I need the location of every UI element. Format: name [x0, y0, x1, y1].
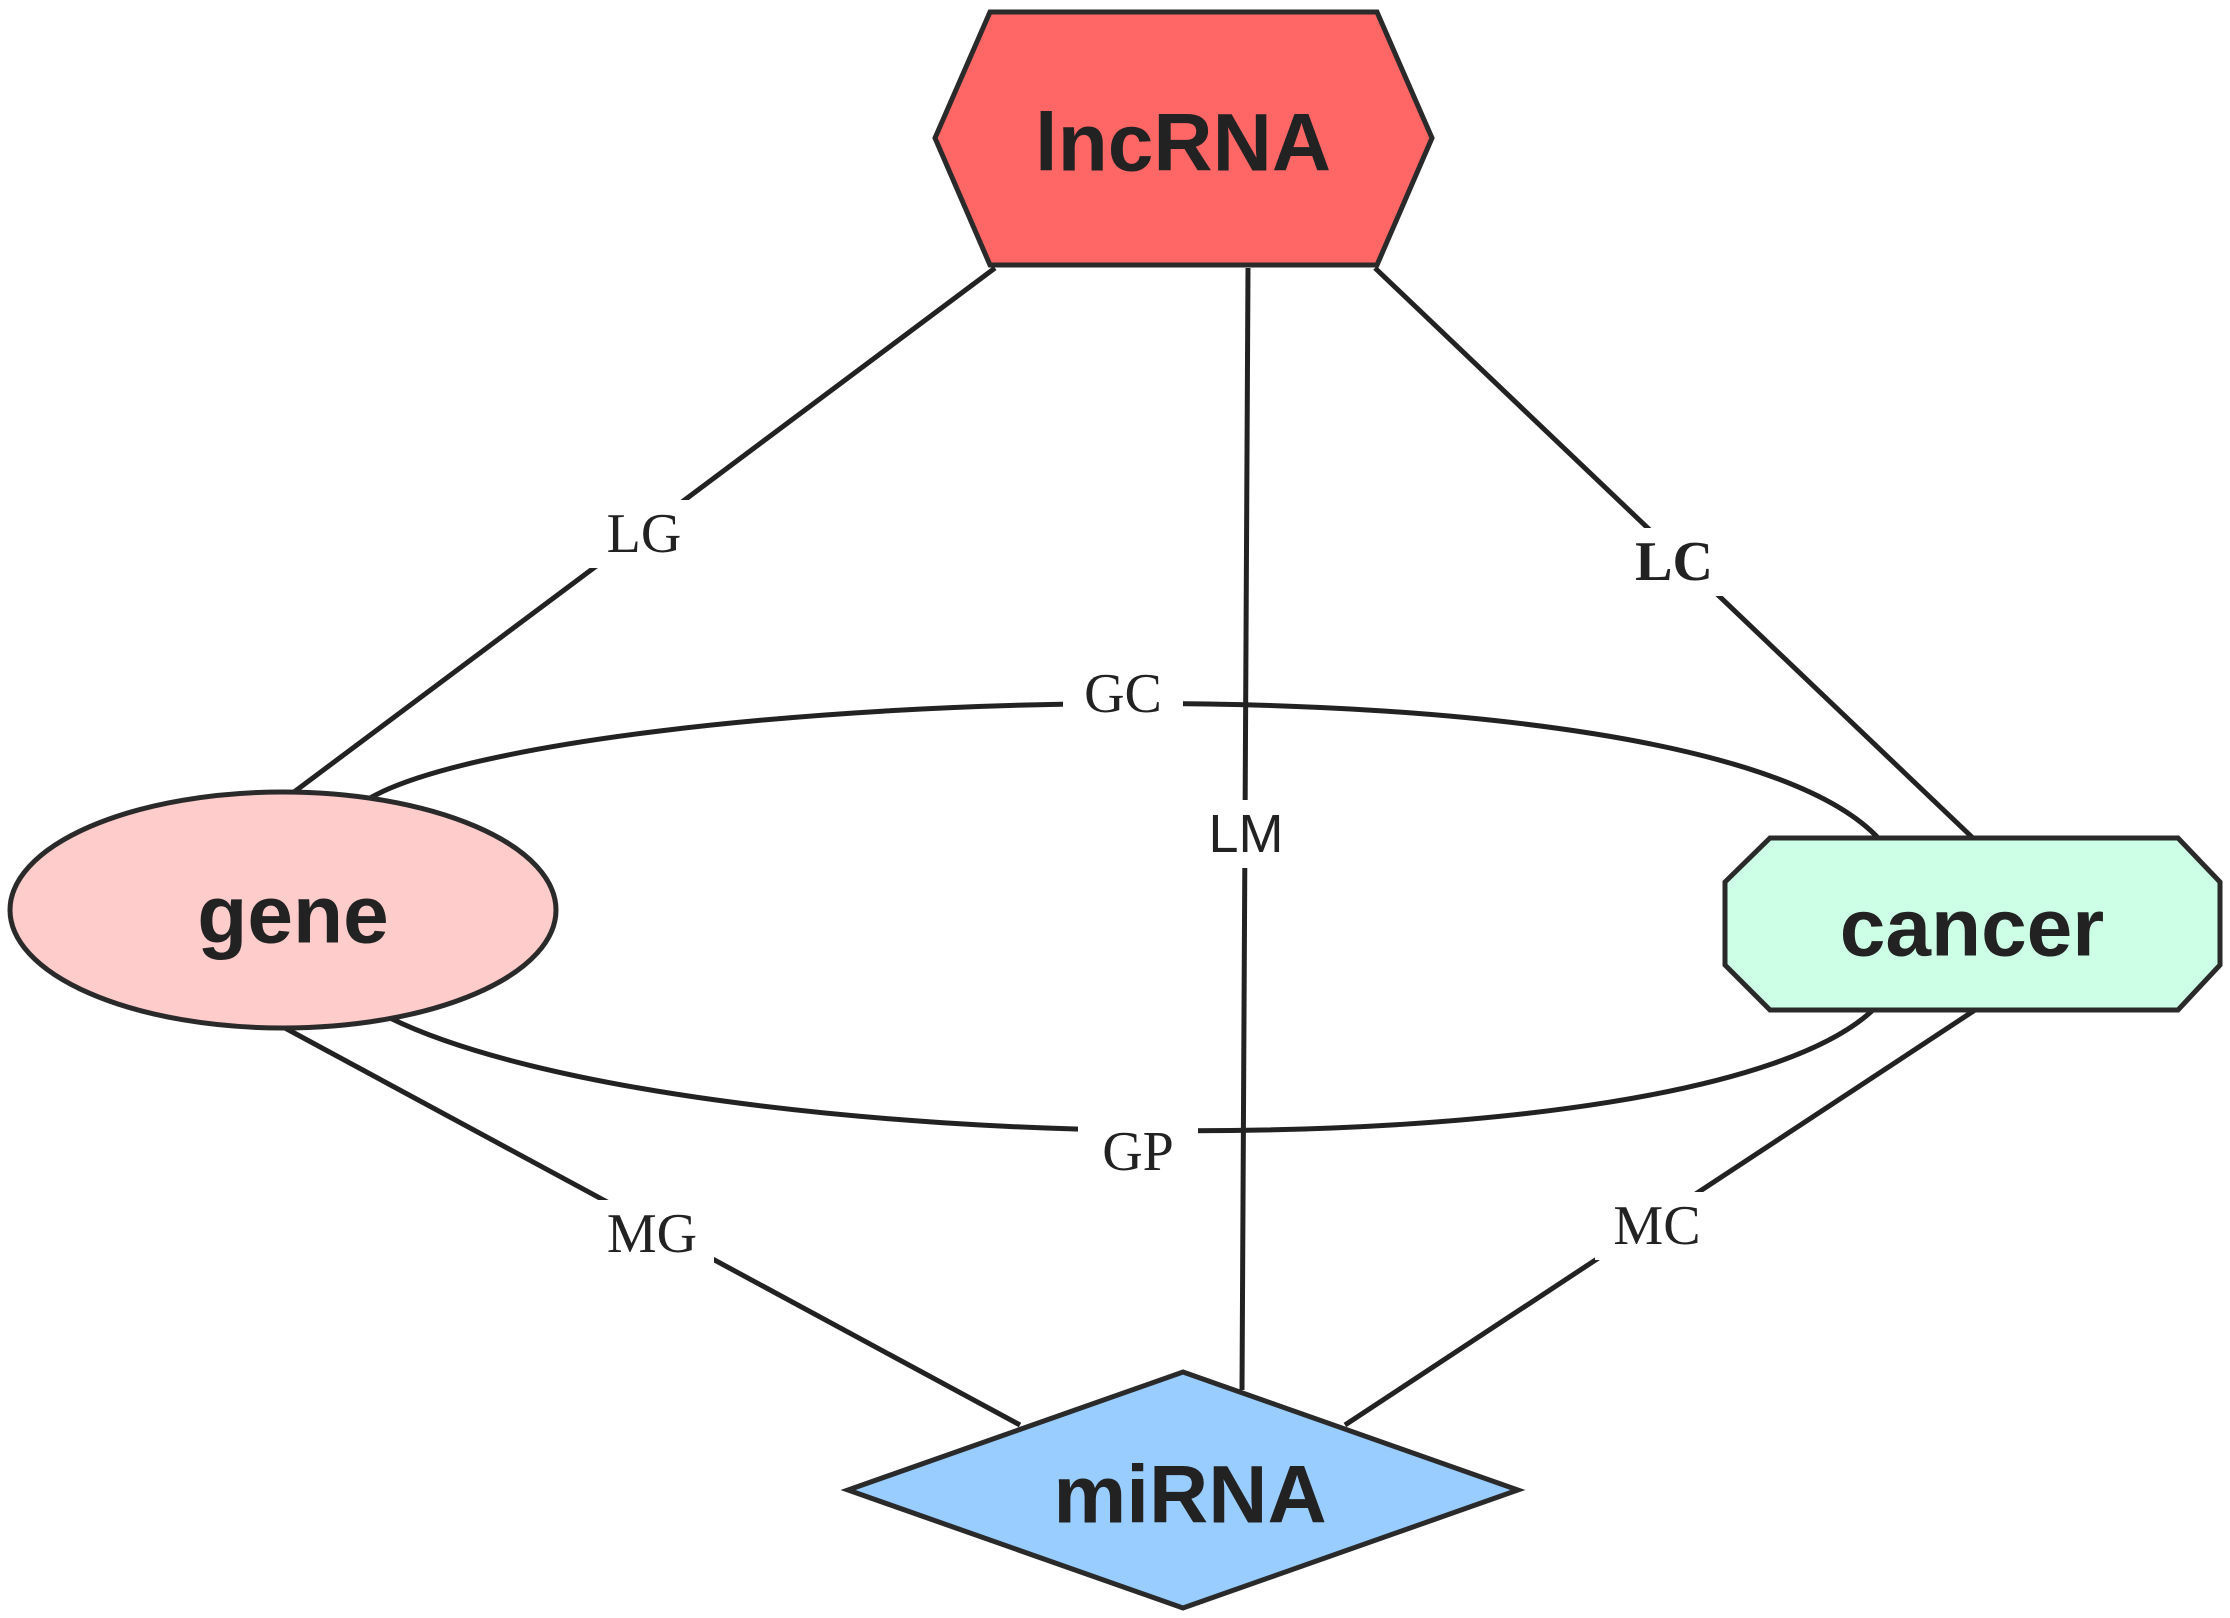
- edge-label-lc: LC: [1618, 528, 1730, 596]
- node-lncrna-label: lncRNA: [1035, 98, 1331, 189]
- edge-label-lg-text: LG: [607, 503, 682, 565]
- edge-label-mg-text: MG: [607, 1203, 697, 1265]
- edge-label-mg: MG: [590, 1200, 714, 1268]
- node-mirna-label: miRNA: [1053, 1450, 1326, 1541]
- edge-label-lm: LM: [1190, 800, 1302, 868]
- node-gene-label: gene: [197, 870, 388, 961]
- edge-label-lm-text: LM: [1208, 804, 1283, 864]
- edge-label-lg: LG: [588, 500, 700, 568]
- gene-ellipse-shape: [7, 789, 559, 1031]
- node-cancer[interactable]: cancer: [1722, 835, 2223, 1013]
- mirna-diamond-shape: [840, 1369, 1526, 1611]
- edge-label-gc: GC: [1063, 660, 1183, 728]
- cancer-octagon-shape: [1722, 835, 2223, 1013]
- edge-label-gp: GP: [1078, 1118, 1198, 1186]
- edge-gene-cancer-lower: [388, 1006, 1877, 1134]
- lncrna-hexagon-shape: [932, 9, 1435, 268]
- edge-label-gp-text: GP: [1102, 1121, 1174, 1183]
- edge-label-mc: MC: [1595, 1192, 1719, 1260]
- edge-label-lc-text: LC: [1635, 531, 1713, 593]
- edge-label-mc-text: MC: [1613, 1195, 1700, 1257]
- node-lncrna[interactable]: lncRNA: [932, 9, 1435, 268]
- edge-label-gc-text: GC: [1084, 663, 1162, 725]
- node-mirna[interactable]: miRNA: [840, 1369, 1526, 1611]
- node-gene[interactable]: gene: [7, 789, 559, 1031]
- node-cancer-label: cancer: [1840, 883, 2104, 974]
